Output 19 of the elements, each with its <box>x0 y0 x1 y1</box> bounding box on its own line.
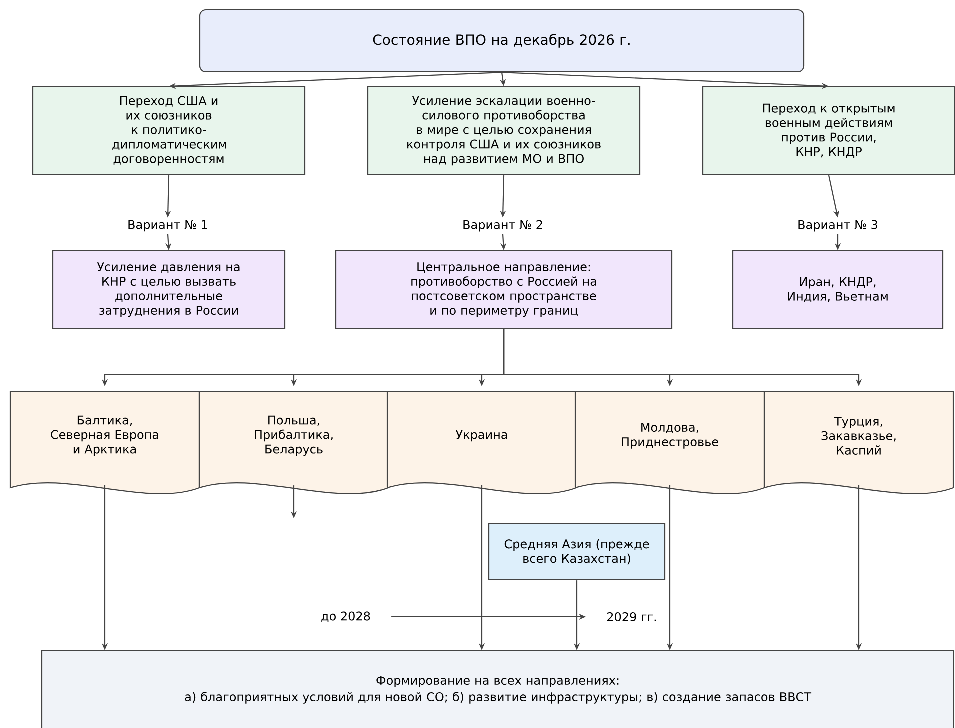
scenario-box: Переход США и их союзников к политико-дипломатическим договоренностям <box>32 86 306 176</box>
region-band: Молдова, Приднестровье <box>574 391 766 494</box>
scenario-box: Переход к открытым военным действиям против России, КНР, КНДР <box>702 86 955 176</box>
direction-box: Усиление давления на КНР с целью вызвать дополнительные затруднения в России <box>52 250 286 330</box>
variant-label: Вариант № 2 <box>464 220 542 232</box>
variant-label: Вариант № 3 <box>798 220 878 232</box>
direction-box: Иран, КНДР, Индия, Вьетнам <box>732 250 944 330</box>
region-box: Средняя Азия (прежде всего Казахстан) <box>488 523 666 581</box>
outcome-box: Формирование на всех направлениях: а) благоприятных условий для новой СО; б) развитие инфраструктуры; в) создание запасов ВВСТ <box>41 650 955 728</box>
variant-label: Вариант № 1 <box>128 220 208 232</box>
title-box: Состояние ВПО на декабрь 2026 г. <box>199 9 805 73</box>
scenario-box: Усиление эскалации военно-силового противоборства в мире с целью сохранения контроля США и их союзников над развитием МО и ВПО <box>367 86 641 176</box>
region-band: Украина <box>386 391 578 494</box>
year-label: до 2028 <box>322 612 370 622</box>
region-band: Балтика, Северная Европа и Арктика <box>10 391 200 494</box>
year-label: 2029 гг. <box>608 612 656 622</box>
direction-box: Центральное направление: противоборство с Россией на постсоветском пространстве и по периметру границ <box>335 250 673 330</box>
region-band: Турция, Закавказье, Каспий <box>764 391 954 494</box>
region-band: Польша, Прибалтика, Беларусь <box>198 391 390 494</box>
